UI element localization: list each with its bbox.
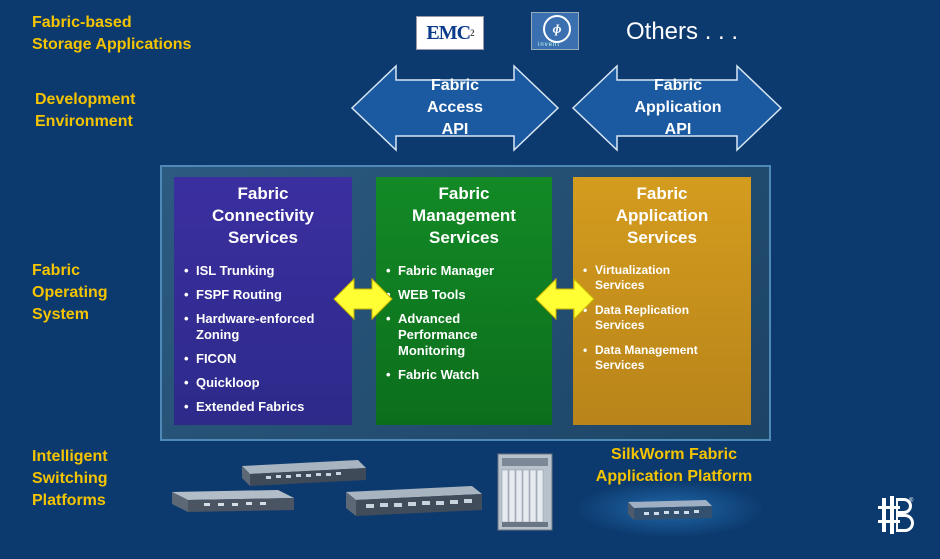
management-services-title: Fabric Management Services	[412, 184, 516, 247]
switch-device-icon	[172, 490, 294, 512]
management-application-arrow	[535, 277, 595, 321]
svg-text:®: ®	[909, 497, 914, 504]
list-item: •Advanced Performance Monitoring	[386, 311, 478, 358]
emc-logo-text: EMC	[426, 21, 471, 44]
list-item: •Data Management Services	[583, 343, 698, 372]
application-services-title: Fabric Application Services	[615, 184, 709, 247]
switch-device-icon	[242, 460, 366, 486]
fabric-application-api-arrow	[571, 64, 783, 152]
list-item: •Extended Fabrics	[184, 399, 305, 414]
hp-logo-icon: ɸ invent	[531, 12, 579, 50]
connectivity-management-arrow	[333, 277, 393, 321]
fabric-access-api-arrow	[350, 64, 560, 152]
list-item: •Hardware-enforced Zoning	[184, 311, 315, 342]
application-services-card: Fabric Application Services •Virtualizat…	[573, 177, 751, 425]
list-item: •Fabric Manager	[386, 263, 495, 278]
application-services-list: •Virtualization Services •Data Replicati…	[583, 263, 745, 383]
list-item: •Data Replication Services	[583, 303, 690, 332]
connectivity-services-title: Fabric Connectivity Services	[211, 184, 315, 247]
connectivity-services-card: Fabric Connectivity Services •ISL Trunki…	[174, 177, 352, 425]
fabric-application-api-label: Fabric Application API	[634, 77, 722, 138]
label-storage-applications: Fabric-based Storage Applications	[32, 14, 192, 53]
list-item: •Fabric Watch	[386, 367, 480, 382]
list-item: •WEB Tools	[386, 287, 466, 302]
management-services-card: Fabric Management Services •Fabric Manag…	[376, 177, 552, 425]
list-item: •FSPF Routing	[184, 287, 282, 302]
others-text: Others . . .	[626, 18, 739, 45]
list-item: •ISL Trunking	[184, 263, 275, 278]
company-logo-icon: ®	[878, 496, 914, 534]
connectivity-services-list: •ISL Trunking •FSPF Routing •Hardware-en…	[184, 263, 346, 423]
fabric-access-api-label: Fabric Access API	[426, 77, 484, 138]
list-item: •FICON	[184, 351, 237, 366]
management-services-list: •Fabric Manager •WEB Tools •Advanced Per…	[386, 263, 546, 391]
switch-device-icon	[346, 486, 482, 516]
list-item: •Virtualization Services	[583, 263, 671, 292]
director-chassis-icon	[497, 453, 553, 531]
label-development-environment: Development Environment	[35, 91, 136, 130]
label-fabric-operating-system: Fabric Operating System	[32, 262, 108, 323]
list-item: •Quickloop	[184, 375, 260, 390]
switch-device-icon	[628, 500, 712, 520]
label-switching-platforms: Intelligent Switching Platforms	[32, 448, 108, 509]
